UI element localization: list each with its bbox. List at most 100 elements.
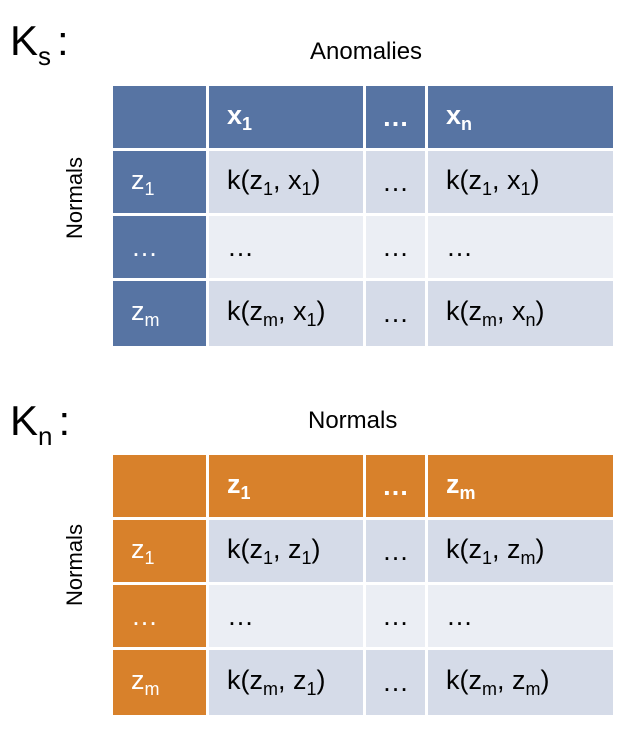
kn-cell: k(zm, z1) <box>209 650 366 715</box>
cell-text: , z <box>492 533 521 564</box>
ks-cell: … <box>366 281 428 346</box>
ks-row-header-sub: 1 <box>144 178 155 199</box>
kn-col-header-text: z <box>446 468 460 499</box>
kn-cell: … <box>366 520 428 585</box>
ks-cell: k(zm, x1) <box>209 281 366 346</box>
ks-row-header-text: z <box>131 296 145 326</box>
ks-col-header-text: x <box>446 99 462 130</box>
cell-text: … <box>227 600 254 631</box>
ks-row-group-label: Normals <box>62 157 87 239</box>
cell-text: … <box>382 231 409 262</box>
ks-header-row: x1 … xn <box>113 86 613 151</box>
kn-cell: k(z1, zm) <box>428 520 613 585</box>
cell-text: ) <box>535 296 545 326</box>
cell-text: k(z <box>446 665 482 695</box>
cell-sub: 1 <box>301 547 312 568</box>
ks-row-header: z1 <box>113 151 209 216</box>
kn-label-sub: n <box>38 421 53 451</box>
ks-cell: k(zm, xn) <box>428 281 613 346</box>
cell-sub: 1 <box>301 178 312 199</box>
cell-sub: m <box>263 310 278 330</box>
kn-row-header: z1 <box>113 520 209 585</box>
cell-text: … <box>446 231 473 262</box>
kn-cell: … <box>428 585 613 650</box>
kn-label-colon: : <box>58 397 71 444</box>
cell-text: , z <box>497 665 526 695</box>
ks-cell: … <box>209 216 366 281</box>
cell-text: … <box>382 600 409 631</box>
kn-section: Kn: Normals Normals z1 … zm z1 k(z1, z1)… <box>0 380 640 739</box>
cell-sub: 1 <box>263 178 274 199</box>
ks-col-header: xn <box>428 86 613 151</box>
kn-table-row: zm k(zm, z1) … k(zm, zm) <box>113 650 613 715</box>
ks-col-header: … <box>366 86 428 151</box>
kn-row-header: … <box>113 585 209 650</box>
ks-cell: … <box>366 151 428 216</box>
kn-col-header: z1 <box>209 455 366 520</box>
kn-col-header: … <box>366 455 428 520</box>
cell-text: … <box>382 298 409 328</box>
cell-text: ) <box>311 164 321 195</box>
cell-text: , x <box>492 164 521 195</box>
cell-text: k(z <box>446 533 482 564</box>
cell-text: k(z <box>227 296 263 326</box>
ks-label-base: K <box>10 17 39 64</box>
kn-label-base: K <box>10 397 39 444</box>
kn-label: Kn: <box>10 397 71 451</box>
ks-col-header-text: x <box>227 99 243 130</box>
ks-col-header: x1 <box>209 86 366 151</box>
kn-col-header-sub: 1 <box>240 482 251 503</box>
cell-text: , z <box>278 665 307 695</box>
ks-cell: k(z1, x1) <box>209 151 366 216</box>
ks-table-row: … … … … <box>113 216 613 281</box>
cell-text: … <box>227 231 254 262</box>
ks-section: Ks: Anomalies Normals x1 … xn z1 k(z1, x… <box>0 0 640 360</box>
kn-cell: … <box>366 585 428 650</box>
ks-cell: k(z1, x1) <box>428 151 613 216</box>
ks-row-header-sub: m <box>144 310 160 330</box>
cell-text: , x <box>497 296 526 326</box>
cell-sub: 1 <box>306 310 317 330</box>
cell-sub: 1 <box>520 178 531 199</box>
cell-text: k(z <box>446 296 482 326</box>
ks-corner-cell <box>113 86 209 151</box>
cell-sub: m <box>482 679 497 699</box>
ks-col-header-text: … <box>382 101 409 132</box>
ks-row-header: zm <box>113 281 209 346</box>
cell-text: k(z <box>446 164 482 195</box>
cell-sub: m <box>525 679 541 699</box>
cell-text: ) <box>316 296 326 326</box>
kn-row-header-sub: m <box>144 679 160 699</box>
ks-label-sub: s <box>38 41 52 71</box>
ks-table-row: z1 k(z1, x1) … k(z1, x1) <box>113 151 613 216</box>
ks-column-group-label: Anomalies <box>310 38 423 65</box>
cell-sub: m <box>520 547 536 568</box>
kn-col-header-text: … <box>382 470 409 501</box>
cell-text: ) <box>540 665 550 695</box>
cell-text: ) <box>316 665 326 695</box>
kn-table-row: z1 k(z1, z1) … k(z1, zm) <box>113 520 613 585</box>
kn-cell: k(zm, zm) <box>428 650 613 715</box>
ks-table-row: zm k(zm, x1) … k(zm, xn) <box>113 281 613 346</box>
kn-column-group-label: Normals <box>308 407 398 434</box>
kn-corner-cell <box>113 455 209 520</box>
cell-text: , x <box>278 296 307 326</box>
cell-text: ) <box>530 164 540 195</box>
ks-row-header: … <box>113 216 209 281</box>
kn-row-header: zm <box>113 650 209 715</box>
cell-sub: 1 <box>482 178 493 199</box>
cell-text: ) <box>535 533 545 564</box>
ks-label-colon: : <box>57 17 69 64</box>
cell-sub: n <box>525 310 536 330</box>
cell-sub: 1 <box>263 547 274 568</box>
cell-text: k(z <box>227 164 263 195</box>
kn-col-header-text: z <box>227 468 241 499</box>
kn-row-header-text: … <box>131 600 158 631</box>
cell-text: , x <box>273 164 302 195</box>
ks-cell: … <box>428 216 613 281</box>
cell-sub: 1 <box>306 679 317 699</box>
cell-text: k(z <box>227 533 263 564</box>
cell-text: , z <box>273 533 302 564</box>
kn-table-row: … … … … <box>113 585 613 650</box>
kn-row-header-sub: 1 <box>144 547 155 568</box>
